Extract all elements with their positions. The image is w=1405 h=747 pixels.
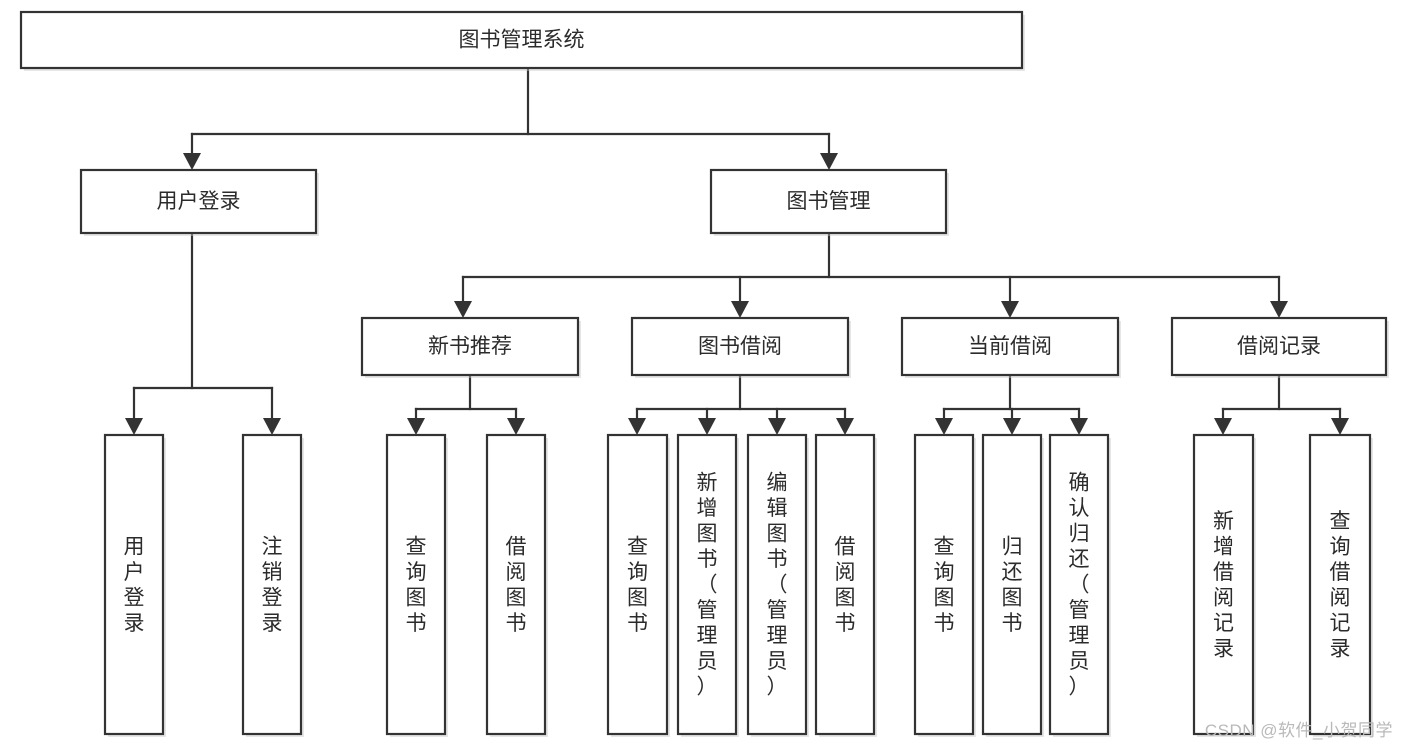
node-rect[interactable] bbox=[709, 168, 948, 235]
arrow-head-icon bbox=[1270, 301, 1288, 318]
node-leaf-logout[interactable]: 注销登录 bbox=[241, 433, 304, 737]
node-rect[interactable] bbox=[485, 433, 547, 736]
node-label: 用户登录 bbox=[157, 190, 241, 213]
node-label: 查询借阅记录 bbox=[1330, 510, 1351, 661]
node-leaf-borrow-book-new[interactable]: 借阅图书 bbox=[485, 433, 548, 737]
node-label: 当前借阅 bbox=[968, 335, 1052, 358]
node-rect[interactable] bbox=[814, 433, 876, 736]
node-label: 新增图书（管理员） bbox=[697, 472, 718, 699]
node-rect[interactable] bbox=[360, 316, 580, 377]
node-label: 图书借阅 bbox=[698, 335, 782, 358]
node-rect[interactable] bbox=[385, 433, 447, 736]
node-current-borrow[interactable]: 当前借阅 bbox=[900, 316, 1121, 378]
node-rect[interactable] bbox=[676, 433, 738, 736]
node-leaf-query-borrow-record[interactable]: 查询借阅记录 bbox=[1308, 433, 1373, 737]
arrow-head-icon bbox=[1001, 301, 1019, 318]
arrow-head-icon bbox=[836, 418, 854, 435]
node-label: 注销登录 bbox=[262, 535, 283, 635]
node-rect[interactable] bbox=[103, 433, 165, 736]
arrow-head-icon bbox=[407, 418, 425, 435]
node-leaf-return-book[interactable]: 归还图书 bbox=[981, 433, 1044, 737]
node-label: 确认归还（管理员） bbox=[1069, 472, 1090, 699]
node-label: 借阅记录 bbox=[1237, 335, 1321, 358]
node-rect[interactable] bbox=[630, 316, 850, 377]
node-book-borrow[interactable]: 图书借阅 bbox=[630, 316, 851, 378]
node-leaf-add-borrow-record[interactable]: 新增借阅记录 bbox=[1192, 433, 1256, 737]
node-rect[interactable] bbox=[241, 433, 303, 736]
arrow-head-icon bbox=[935, 418, 953, 435]
node-label: 图书管理系统 bbox=[459, 29, 585, 52]
node-leaf-edit-book-admin[interactable]: 编辑图书（管理员） bbox=[746, 433, 809, 737]
node-label: 图书管理 bbox=[787, 190, 871, 213]
node-rect[interactable] bbox=[1308, 433, 1372, 736]
arrow-head-icon bbox=[1070, 418, 1088, 435]
arrow-head-icon bbox=[698, 418, 716, 435]
node-leaf-query-book-borrow[interactable]: 查询图书 bbox=[606, 433, 670, 737]
arrow-head-icon bbox=[731, 301, 749, 318]
arrow-head-icon bbox=[183, 153, 201, 170]
arrow-head-icon bbox=[628, 418, 646, 435]
csdn-watermark: CSDN @软件_小贺同学 bbox=[1204, 721, 1393, 740]
node-label: 新书推荐 bbox=[428, 335, 512, 358]
node-leaf-query-book-current[interactable]: 查询图书 bbox=[913, 433, 976, 737]
arrow-head-icon bbox=[820, 153, 838, 170]
connector-layer bbox=[125, 66, 1349, 435]
node-leaf-confirm-return-admin[interactable]: 确认归还（管理员） bbox=[1048, 433, 1111, 737]
arrow-head-icon bbox=[507, 418, 525, 435]
node-leaf-query-book-new[interactable]: 查询图书 bbox=[385, 433, 448, 737]
node-label: 查询图书 bbox=[934, 535, 955, 635]
node-rect[interactable] bbox=[19, 10, 1024, 70]
node-label: 用户登录 bbox=[124, 535, 145, 635]
node-rect[interactable] bbox=[913, 433, 975, 736]
node-rect[interactable] bbox=[1048, 433, 1110, 736]
node-rect[interactable] bbox=[606, 433, 669, 736]
node-rect[interactable] bbox=[1192, 433, 1255, 736]
node-label: 借阅图书 bbox=[835, 535, 856, 635]
node-rect[interactable] bbox=[981, 433, 1043, 736]
node-layer: 图书管理系统用户登录图书管理新书推荐图书借阅当前借阅借阅记录用户登录注销登录查询… bbox=[19, 10, 1389, 737]
arrow-head-icon bbox=[125, 418, 143, 435]
node-leaf-borrow-book[interactable]: 借阅图书 bbox=[814, 433, 877, 737]
node-rect[interactable] bbox=[79, 168, 318, 235]
node-rect[interactable] bbox=[1170, 316, 1388, 377]
node-book-management[interactable]: 图书管理 bbox=[709, 168, 949, 236]
node-user-login[interactable]: 用户登录 bbox=[79, 168, 319, 236]
node-rect[interactable] bbox=[746, 433, 808, 736]
node-root[interactable]: 图书管理系统 bbox=[19, 10, 1025, 71]
node-rect[interactable] bbox=[900, 316, 1120, 377]
node-label: 查询图书 bbox=[406, 535, 427, 635]
arrow-head-icon bbox=[454, 301, 472, 318]
arrow-head-icon bbox=[768, 418, 786, 435]
node-label: 编辑图书（管理员） bbox=[767, 472, 788, 699]
arrow-head-icon bbox=[263, 418, 281, 435]
node-borrow-record[interactable]: 借阅记录 bbox=[1170, 316, 1389, 378]
arrow-head-icon bbox=[1214, 418, 1232, 435]
node-label: 借阅图书 bbox=[506, 535, 527, 635]
arrow-head-icon bbox=[1331, 418, 1349, 435]
node-leaf-add-book-admin[interactable]: 新增图书（管理员） bbox=[676, 433, 739, 737]
node-label: 归还图书 bbox=[1002, 535, 1023, 635]
node-label: 新增借阅记录 bbox=[1213, 510, 1234, 661]
node-leaf-user-login[interactable]: 用户登录 bbox=[103, 433, 166, 737]
node-label: 查询图书 bbox=[627, 535, 648, 635]
node-new-book-recommend[interactable]: 新书推荐 bbox=[360, 316, 581, 378]
arrow-head-icon bbox=[1003, 418, 1021, 435]
